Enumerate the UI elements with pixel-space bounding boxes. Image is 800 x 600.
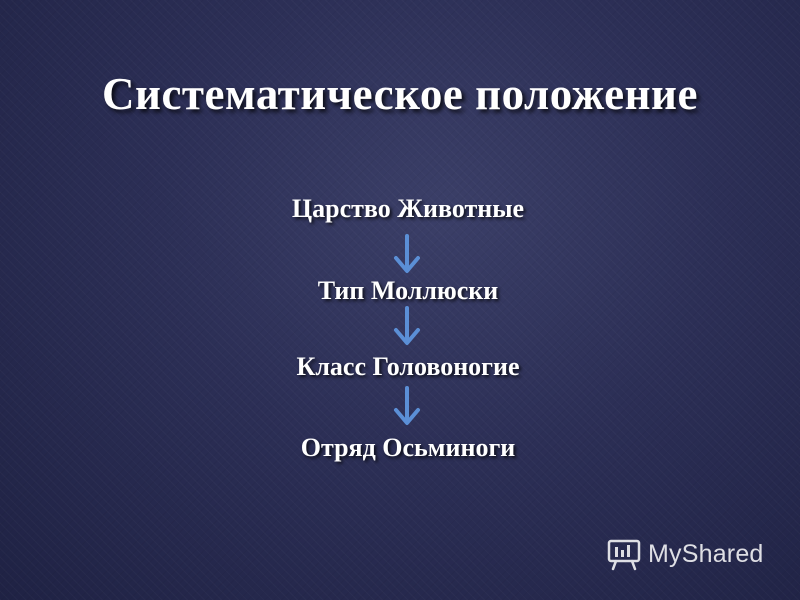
hierarchy-level-kingdom: Царство Животные — [291, 194, 525, 223]
hierarchy-level-class: Класс Головоногие — [296, 352, 520, 381]
arrow-down-icon — [394, 386, 420, 425]
slide-title: Систематическое положение — [102, 69, 698, 119]
watermark-text: MyShared — [648, 539, 764, 568]
hierarchy-level-order: Отряд Осьминоги — [300, 433, 516, 462]
presentation-board-icon — [607, 539, 641, 571]
arrow-down-icon — [394, 306, 420, 345]
hierarchy-level-phylum: Тип Моллюски — [317, 276, 499, 305]
arrow-down-icon — [394, 234, 420, 273]
watermark: MyShared — [606, 534, 786, 574]
